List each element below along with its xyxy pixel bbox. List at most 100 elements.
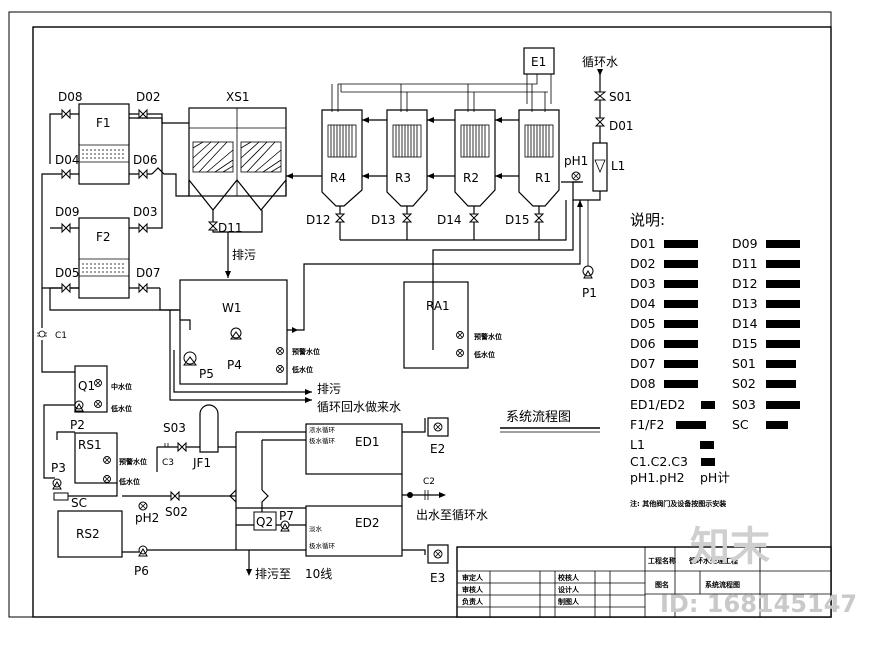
reactor-r3: R3 (386, 109, 428, 207)
reactor-r2: R2 (454, 109, 496, 207)
pump-p7 (280, 520, 290, 532)
legend-right-6: S01 (732, 356, 756, 371)
legend-left-11: C1.C2.C3 (630, 454, 688, 469)
watermark-brand: 知末 (690, 524, 770, 570)
e3-unit (427, 544, 449, 564)
s03-label: S03 (163, 421, 186, 435)
rs1-level-warning (103, 456, 111, 464)
legend-left-9: F1/F2 (630, 417, 665, 432)
rs2-label: RS2 (76, 527, 100, 541)
outlet-label: 出水至循环水 (416, 508, 488, 522)
legend-right-3: D13 (732, 296, 758, 311)
ph1-sensor (571, 171, 581, 181)
ra1-label: RA1 (426, 299, 450, 313)
discharge-label-top: 排污 (232, 248, 256, 262)
d14-label: D14 (437, 213, 462, 227)
q1-label: Q1 (78, 379, 95, 393)
e1-unit: E1 (523, 47, 555, 75)
legend-right-7: S02 (732, 376, 756, 391)
ed-junction (407, 492, 413, 498)
valve-d06 (138, 168, 148, 180)
valve-d11 (207, 221, 219, 231)
valve-d12 (334, 213, 346, 223)
flowmeter-l1 (592, 142, 608, 192)
r2-label: R2 (463, 171, 479, 185)
c1-label: C1 (55, 331, 67, 341)
d15-label: D15 (505, 213, 530, 227)
w1-warning-level-label: 预警水位 (292, 347, 320, 356)
ed1-inlet-a-label: 浓水循环 (309, 425, 336, 434)
p6-label: P6 (134, 564, 149, 578)
title-row1-b: 设计人 (558, 585, 580, 594)
pump-p3 (52, 478, 62, 490)
pump-p1 (582, 265, 594, 279)
circulating-water-label: 循环水 (582, 55, 618, 69)
legend-left-0: D01 (630, 236, 656, 251)
f2-label: F2 (96, 230, 111, 244)
p2-label: P2 (70, 418, 85, 432)
filter-f1 (78, 103, 130, 185)
valve-d03 (138, 222, 148, 234)
valve-d14 (468, 213, 480, 223)
valve-d08 (61, 108, 71, 120)
p5-label: P5 (199, 367, 214, 381)
discharge-label-w1: 排污 (317, 382, 341, 396)
valve-d09 (61, 222, 71, 234)
f1-label: F1 (96, 116, 111, 130)
ph1-label: pH1 (564, 154, 588, 168)
w1-low-level-label: 低水位 (291, 365, 313, 374)
ed2-label: ED2 (355, 516, 379, 530)
watermark: 知末 ID: 168145147 (660, 524, 857, 618)
electrodialysis-ed1 (305, 423, 403, 475)
p3-label: P3 (51, 461, 66, 475)
rs1-warning-level-label: 预警水位 (119, 457, 147, 466)
ra1-warning-level-label: 预警水位 (474, 332, 502, 341)
c2-element (424, 490, 429, 500)
d04-label: D04 (55, 153, 80, 167)
c2-label: C2 (423, 477, 435, 487)
rs1-level-low (103, 475, 111, 483)
c3-label: C3 (162, 458, 174, 468)
valve-s03 (177, 441, 187, 453)
title-drawing-value: 系统流程图 (705, 580, 740, 589)
p4-label: P4 (227, 358, 242, 372)
d13-label: D13 (371, 213, 396, 227)
legend-left-12: pH1.pH2 (630, 470, 685, 485)
pump-p6 (138, 545, 148, 557)
legend-right-descriptions (766, 240, 800, 429)
s02-label: S02 (165, 505, 188, 519)
jf1-label: JF1 (192, 456, 211, 470)
discharge-to-label: 排污至 (255, 567, 291, 581)
ra1-low-level-label: 低水位 (473, 350, 495, 359)
sc-element (53, 492, 69, 501)
legend-left-5: D06 (630, 336, 656, 351)
reactor-r4: R4 (321, 109, 363, 207)
title-drawing-label: 图名 (655, 580, 669, 589)
valve-s01 (593, 91, 607, 101)
legend-right-9: SC (732, 417, 749, 432)
legend-left-6: D07 (630, 356, 656, 371)
ra1-level-low (456, 349, 464, 357)
legend-left-1: D02 (630, 256, 656, 271)
r4-label: R4 (330, 171, 346, 185)
q2-label: Q2 (256, 515, 273, 529)
q1-level-low (94, 400, 102, 408)
w1-label: W1 (222, 301, 242, 315)
rs1-label: RS1 (78, 438, 102, 452)
legend-title: 说明: (630, 211, 665, 229)
e2-unit (427, 417, 449, 437)
ed2-inlet-b-label: 极水循环 (309, 541, 336, 550)
settler-xs1 (188, 107, 287, 211)
legend: 说明: D01 D02 D03 D04 D05 D06 D07 D08 ED1/… (630, 211, 800, 508)
title-project-value: 循环水处理工程 (689, 556, 738, 565)
s01-label: S01 (609, 90, 632, 104)
legend-ph-suffix: pH计 (700, 470, 730, 485)
legend-left-7: D08 (630, 376, 656, 391)
e1-label: E1 (531, 55, 546, 69)
legend-left-10: L1 (630, 437, 645, 452)
d05-label: D05 (55, 266, 80, 280)
d01-label: D01 (609, 119, 634, 133)
tank-rs2 (57, 510, 123, 558)
filter-f2 (78, 217, 130, 299)
